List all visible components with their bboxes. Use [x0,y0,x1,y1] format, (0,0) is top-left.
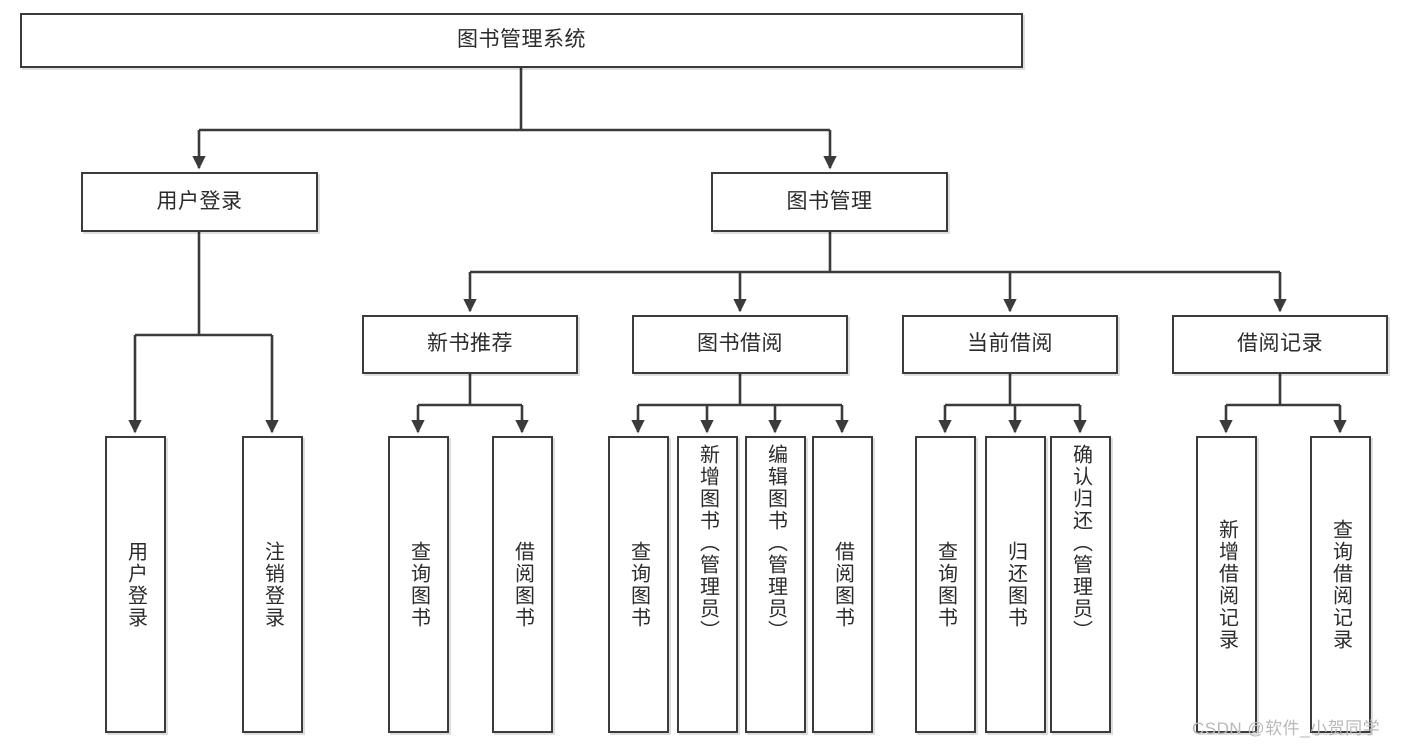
node-book-management[interactable]: 图书管理 [711,172,948,232]
node-confirm-return[interactable]: 确认归还（管理员） [1050,436,1111,733]
node-user-login-leaf[interactable]: 用户登录 [105,436,166,733]
node-new-book-recommend[interactable]: 新书推荐 [362,315,578,374]
node-new-book-recommend-label: 新书推荐 [427,332,513,356]
node-return-book-label: 归还图书 [1004,540,1027,629]
node-query-book-2[interactable]: 查询图书 [608,436,669,733]
node-current-borrow[interactable]: 当前借阅 [902,315,1118,374]
node-book-borrow-label: 图书借阅 [697,332,783,356]
node-query-borrow-record-label: 查询借阅记录 [1329,518,1352,651]
node-root-label: 图书管理系统 [457,28,586,52]
node-edit-book-label: 编辑图书（管理员） [764,444,787,642]
node-borrow-record[interactable]: 借阅记录 [1172,315,1388,374]
node-borrow-book-1[interactable]: 借阅图书 [492,436,553,733]
node-user-login[interactable]: 用户登录 [81,172,318,232]
node-borrow-book-2[interactable]: 借阅图书 [812,436,873,733]
node-query-book-2-label: 查询图书 [627,540,650,629]
node-borrow-record-label: 借阅记录 [1237,332,1323,356]
node-logout-leaf[interactable]: 注销登录 [242,436,303,733]
node-confirm-return-label: 确认归还（管理员） [1069,444,1092,642]
node-query-borrow-record[interactable]: 查询借阅记录 [1310,436,1371,733]
node-add-borrow-record[interactable]: 新增借阅记录 [1196,436,1257,733]
node-add-borrow-record-label: 新增借阅记录 [1215,518,1238,651]
node-book-borrow[interactable]: 图书借阅 [632,315,848,374]
node-query-book-1-label: 查询图书 [407,540,430,629]
node-logout-leaf-label: 注销登录 [261,540,284,629]
node-return-book[interactable]: 归还图书 [985,436,1046,733]
node-query-book-3[interactable]: 查询图书 [915,436,976,733]
node-query-book-1[interactable]: 查询图书 [388,436,449,733]
node-user-login-label: 用户登录 [156,189,243,213]
node-user-login-leaf-label: 用户登录 [124,540,147,629]
node-query-book-3-label: 查询图书 [934,540,957,629]
node-add-book[interactable]: 新增图书（管理员） [677,436,738,733]
watermark: CSDN @软件_小贺同学 [1192,719,1381,738]
node-borrow-book-1-label: 借阅图书 [511,540,534,629]
node-root[interactable]: 图书管理系统 [20,13,1023,68]
node-add-book-label: 新增图书（管理员） [696,444,719,642]
node-current-borrow-label: 当前借阅 [967,332,1053,356]
node-edit-book[interactable]: 编辑图书（管理员） [745,436,806,733]
node-book-management-label: 图书管理 [786,189,873,213]
node-borrow-book-2-label: 借阅图书 [831,540,854,629]
